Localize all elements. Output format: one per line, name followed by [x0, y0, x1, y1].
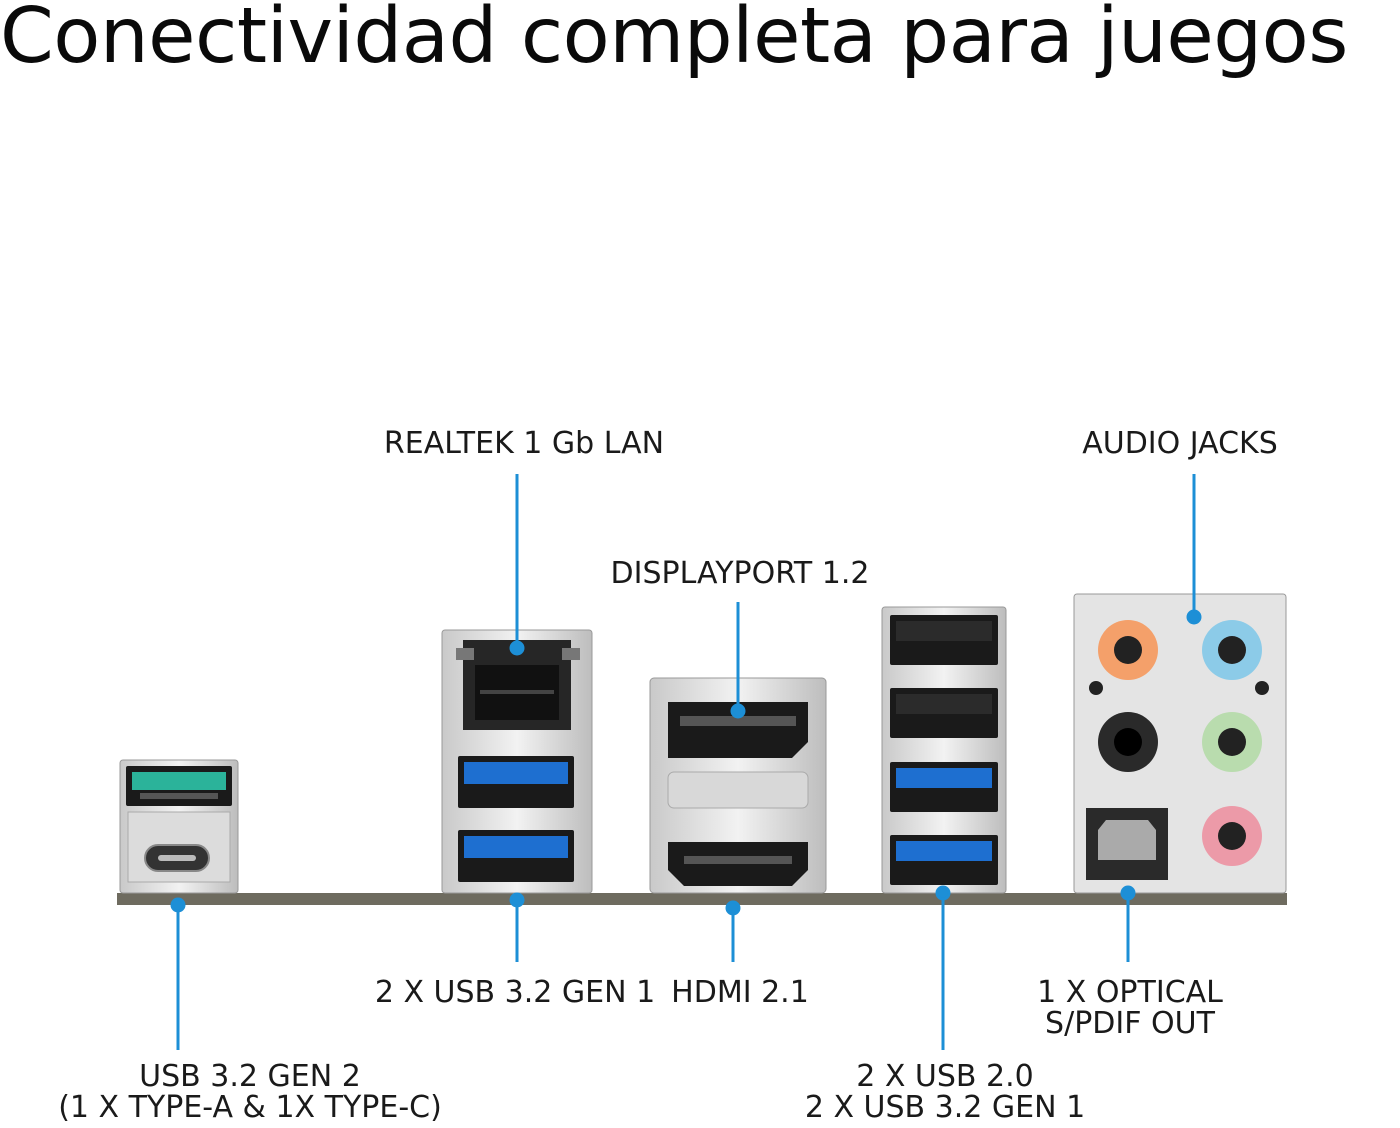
audio-panel [1073, 593, 1287, 894]
label-usb-gen1-text: 2 X USB 3.2 GEN 1 [374, 975, 656, 1010]
label-audio-jacks: AUDIO JACKS [1060, 428, 1300, 459]
label-lan-text: REALTEK 1 Gb LAN [383, 426, 665, 461]
label-usb-mix: 2 X USB 2.0 2 X USB 3.2 GEN 1 [790, 1061, 1100, 1123]
page-title: Conectividad completa para juegos [0, 0, 1348, 81]
lan-usb-stack [441, 629, 593, 894]
label-optical-line2: S/PDIF OUT [1045, 1006, 1215, 1041]
label-usb-gen1: 2 X USB 3.2 GEN 1 [370, 977, 660, 1008]
label-displayport-text: DISPLAYPORT 1.2 [610, 556, 870, 591]
usb-gen2-stack [119, 759, 239, 894]
label-audio-jacks-text: AUDIO JACKS [1082, 426, 1278, 461]
label-optical-line1: 1 X OPTICAL [1037, 975, 1223, 1010]
usb-quad-stack [881, 606, 1007, 894]
pcb-edge [117, 893, 1287, 905]
leader-lines [170, 474, 1202, 1050]
label-lan: REALTEK 1 Gb LAN [374, 428, 674, 459]
video-stack [649, 677, 827, 894]
label-usb-mix-line2: 2 X USB 3.2 GEN 1 [804, 1090, 1086, 1125]
label-usb-gen2: USB 3.2 GEN 2 (1 X TYPE-A & 1X TYPE-C) [40, 1061, 460, 1123]
label-usb-mix-line1: 2 X USB 2.0 [856, 1059, 1034, 1094]
label-usb-gen2-line1: USB 3.2 GEN 2 [139, 1059, 361, 1094]
label-hdmi: HDMI 2.1 [650, 977, 830, 1008]
label-displayport: DISPLAYPORT 1.2 [590, 558, 890, 589]
label-usb-gen2-line2: (1 X TYPE-A & 1X TYPE-C) [58, 1090, 442, 1125]
label-hdmi-text: HDMI 2.1 [671, 975, 809, 1010]
label-optical: 1 X OPTICAL S/PDIF OUT [1010, 977, 1250, 1039]
